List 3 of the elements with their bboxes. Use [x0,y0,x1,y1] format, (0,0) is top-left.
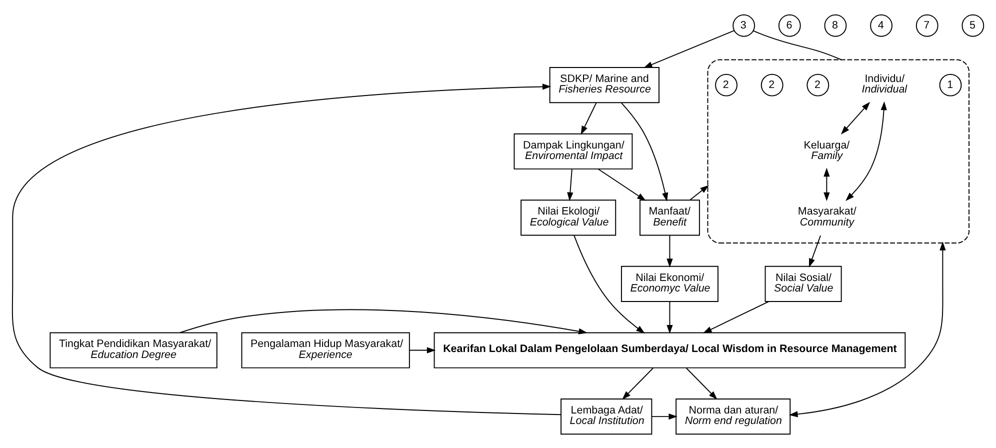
node-text: Keluarga/ Family [804,138,850,162]
node-text: Individu/ Individual [862,72,908,96]
node-text: Masyarakat/ Community [798,205,856,228]
